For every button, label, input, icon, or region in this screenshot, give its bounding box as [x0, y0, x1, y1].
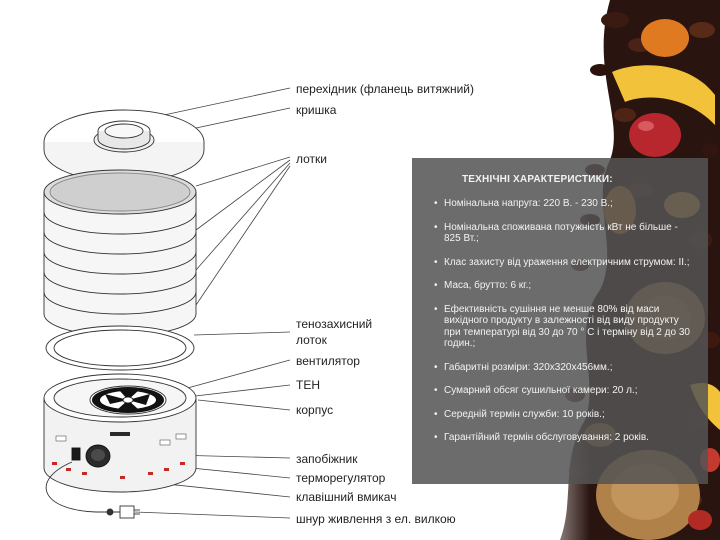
- power-cord-icon: [45, 461, 140, 519]
- lid-drawing: [43, 109, 205, 183]
- label-lid: кришка: [296, 103, 337, 117]
- spec-item: Ефективність сушіння не менше 80% від ма…: [434, 304, 692, 350]
- specs-list: Номінальна напруга: 220 В. - 230 В.; Ном…: [434, 198, 692, 444]
- label-cord: шнур живлення з ел. вилкою: [296, 512, 456, 526]
- label-heat-tray: тенозахисний лоток: [296, 317, 373, 347]
- heat-tray-drawing: [45, 325, 195, 371]
- spec-item: Клас захисту від ураження електричним ст…: [434, 257, 692, 269]
- label-heater: ТЕН: [296, 378, 320, 392]
- thermostat-knob-icon: [85, 444, 111, 468]
- spec-item: Номінальна споживана потужність кВт не б…: [434, 222, 692, 245]
- switch-icon: [71, 447, 81, 461]
- label-fuse: запобіжник: [296, 452, 358, 466]
- spec-item: Номінальна напруга: 220 В. - 230 В.;: [434, 198, 692, 210]
- base-drawing: [43, 373, 197, 493]
- fan-icon: [92, 387, 164, 413]
- label-switch: клавішний вмикач: [296, 490, 397, 504]
- label-thermostat: терморегулятор: [296, 471, 386, 485]
- label-adapter: перехідник (фланець витяжний): [296, 82, 475, 96]
- spec-item: Гарантійний термін обслуговування: 2 рок…: [434, 432, 692, 444]
- specs-panel: ТЕХНІЧНІ ХАРАКТЕРИСТИКИ: Номінальна напр…: [412, 158, 708, 484]
- label-fan: вентилятор: [296, 354, 360, 368]
- specs-title: ТЕХНІЧНІ ХАРАКТЕРИСТИКИ:: [462, 174, 613, 185]
- spec-item: Габаритні розміри: 320х320х456мм.;: [434, 362, 692, 374]
- label-body: корпус: [296, 403, 334, 417]
- vent-marks: [52, 462, 185, 479]
- spec-item: Сумарний обсяг сушильної камери: 20 л.;: [434, 385, 692, 397]
- spec-item: Середній термін служби: 10 років.;: [434, 409, 692, 421]
- leader-lines: [109, 87, 291, 519]
- spec-item: Маса, брутто: 6 кг.;: [434, 280, 692, 292]
- trays-drawing: [43, 169, 197, 337]
- label-trays: лотки: [296, 152, 327, 166]
